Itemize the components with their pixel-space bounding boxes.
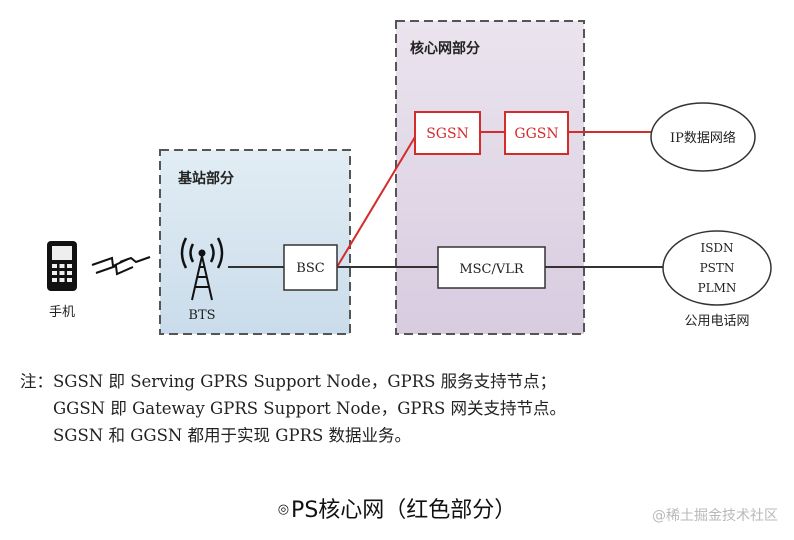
note-line-3: SGSN 和 GGSN 都用于实现 GPRS 数据业务。	[53, 426, 412, 445]
bsc-node	[283, 244, 338, 291]
base-station-region	[159, 149, 351, 335]
mobile-phone-icon	[47, 241, 77, 291]
public-network-label: 公用电话网	[684, 314, 749, 329]
msc-vlr-label: MSC/VLR	[459, 262, 525, 277]
phone-label: 手机	[49, 305, 75, 320]
ip-network-label: IP数据网络	[670, 130, 736, 146]
ip-network-cloud	[650, 102, 756, 172]
pstn-label: PSTN	[700, 261, 735, 275]
sgsn-label: SGSN	[426, 126, 469, 142]
wireless-link-icon	[91, 256, 151, 276]
bts-label: BTS	[188, 308, 215, 323]
caption-text: PS核心网（红色部分）	[291, 498, 517, 523]
isdn-label: ISDN	[700, 241, 733, 255]
core-network-label: 核心网部分	[410, 40, 480, 57]
public-network-cloud	[662, 230, 772, 306]
base-station-label: 基站部分	[178, 170, 234, 187]
footnotes: 注：SGSN 即 Serving GPRS Support Node，GPRS …	[20, 368, 566, 449]
watermark: @稀土掘金技术社区	[652, 508, 778, 524]
bts-tower-icon	[180, 237, 224, 301]
msc-vlr-node	[437, 246, 546, 289]
caption-mark-icon: ◎	[277, 502, 290, 517]
note-line-2: GGSN 即 Gateway GPRS Support Node，GPRS 网关…	[53, 399, 566, 418]
ggsn-label: GGSN	[514, 126, 558, 142]
note-line-1: 注：SGSN 即 Serving GPRS Support Node，GPRS …	[20, 372, 557, 391]
link-bsc-sgsn	[336, 136, 416, 268]
figure-caption: ◎PS核心网（红色部分）	[0, 492, 794, 524]
ggsn-node	[504, 111, 569, 155]
plmn-label: PLMN	[698, 281, 737, 295]
sgsn-node	[414, 111, 481, 155]
bsc-label: BSC	[296, 261, 324, 276]
